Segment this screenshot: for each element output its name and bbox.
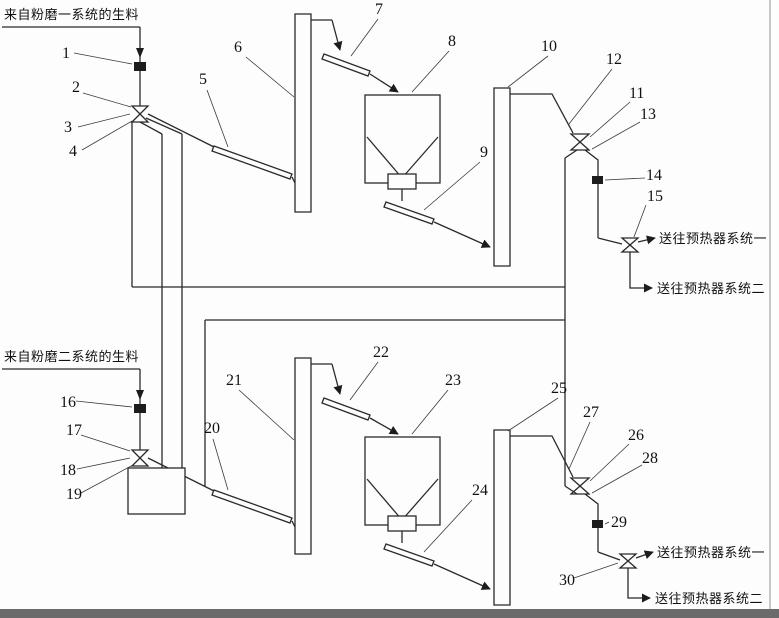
- air-slide-24: [383, 543, 491, 590]
- callout-2-label: 2: [72, 79, 80, 96]
- callout-24: 24: [423, 482, 488, 553]
- callout-3: 3: [64, 113, 131, 136]
- callout-29: 29: [604, 514, 627, 531]
- callout-26: 26: [589, 427, 644, 482]
- window-bottom-bar: [0, 609, 779, 618]
- callout-29-label: 29: [611, 514, 627, 531]
- callout-19-label: 19: [66, 486, 82, 503]
- down-arrow-icon: [136, 390, 144, 400]
- output-label-bottom-2: 送往预热器系统二: [655, 592, 763, 607]
- callout-17: 17: [66, 422, 131, 452]
- callout-4: 4: [69, 120, 133, 160]
- callout-8-label: 8: [448, 33, 456, 50]
- callout-5-label: 5: [199, 71, 207, 88]
- flow-valve-14: [592, 176, 603, 184]
- callout-6-label: 6: [234, 39, 242, 56]
- callout-19: 19: [66, 464, 134, 503]
- air-slide-22: [321, 397, 399, 435]
- callout-26-label: 26: [628, 427, 644, 444]
- silo-8: [364, 94, 441, 201]
- output-label-top-1: 送往预热器系统一: [659, 232, 767, 247]
- air-slide-20: [211, 489, 297, 530]
- down-arrow-icon: [136, 48, 144, 58]
- bucket-elevator-25: [493, 429, 574, 606]
- callout-30: 30: [559, 562, 619, 589]
- callout-23: 23: [411, 372, 461, 435]
- callout-20-label: 20: [204, 420, 220, 437]
- callout-15: 15: [633, 188, 663, 238]
- bucket-elevator-10: [493, 87, 574, 267]
- callout-13-label: 13: [640, 106, 656, 123]
- callout-16-label: 16: [60, 394, 76, 411]
- callout-5: 5: [199, 71, 229, 148]
- silo-discharge-box: [387, 173, 417, 190]
- callout-10: 10: [507, 38, 557, 88]
- bucket-elevator-6: [294, 13, 343, 213]
- callout-22-label: 22: [373, 344, 389, 361]
- callout-28-label: 28: [642, 450, 658, 467]
- callout-27-label: 27: [583, 404, 599, 421]
- callout-18: 18: [60, 457, 131, 479]
- callout-25: 25: [507, 380, 567, 432]
- callout-12-label: 12: [606, 51, 622, 68]
- silo-23: [364, 436, 441, 543]
- callout-28: 28: [591, 450, 658, 494]
- callout-21: 21: [226, 372, 295, 441]
- callout-17-label: 17: [66, 422, 82, 439]
- callout-27: 27: [568, 404, 599, 470]
- callout-9: 9: [423, 144, 488, 211]
- callout-18-label: 18: [60, 462, 76, 479]
- callout-14-label: 14: [646, 167, 662, 184]
- callout-30-label: 30: [559, 572, 575, 589]
- callout-22: 22: [349, 344, 389, 401]
- flow-valve-29: [592, 520, 603, 528]
- air-slide-7: [321, 53, 399, 93]
- callout-2: 2: [72, 79, 132, 108]
- air-slide-5: [211, 145, 297, 186]
- callout-9-label: 9: [480, 144, 488, 161]
- input-label-top: 来自粉磨一系统的生料: [4, 7, 139, 23]
- callout-12: 12: [568, 51, 622, 125]
- callout-13: 13: [591, 106, 656, 150]
- callout-15-label: 15: [647, 188, 663, 205]
- splitter-top-right: [564, 133, 599, 238]
- output-label-bottom-1: 送往预热器系统一: [657, 546, 765, 561]
- feed-line-top: 来自粉磨一系统的生料: [2, 7, 146, 106]
- callout-1: 1: [62, 45, 133, 65]
- callout-8: 8: [411, 33, 456, 93]
- splitter-out-bottom: [597, 550, 654, 603]
- callout-6: 6: [234, 39, 295, 98]
- callout-10-label: 10: [541, 38, 557, 55]
- splitter-top-left: [130, 105, 217, 287]
- callout-23-label: 23: [445, 372, 461, 389]
- callout-21-label: 21: [226, 372, 242, 389]
- callout-3-label: 3: [64, 119, 72, 136]
- callout-7: 7: [350, 1, 383, 57]
- feed-valve-16: [134, 404, 146, 413]
- callout-11-label: 11: [629, 85, 644, 102]
- input-label-bottom: 来自粉磨二系统的生料: [4, 349, 139, 365]
- callout-11: 11: [589, 85, 644, 138]
- callout-24-label: 24: [472, 482, 488, 499]
- feed-line-bottom: 来自粉磨二系统的生料: [2, 349, 146, 450]
- callout-4-label: 4: [69, 143, 77, 160]
- callout-20: 20: [204, 420, 229, 491]
- callout-14: 14: [604, 167, 662, 184]
- callout-25-label: 25: [551, 380, 567, 397]
- callout-1-label: 1: [62, 45, 70, 62]
- callout-7-label: 7: [375, 1, 383, 18]
- callout-16: 16: [60, 394, 133, 411]
- feed-valve-1: [134, 62, 146, 71]
- bucket-elevator-21: [294, 357, 343, 555]
- splitter-out-top: [597, 235, 656, 293]
- air-slide-9: [383, 201, 491, 248]
- output-label-top-2: 送往预热器系统二: [657, 282, 765, 297]
- cross-feed-lines: [132, 134, 566, 486]
- splitter-bottom-right: [564, 477, 599, 552]
- silo-discharge-box: [387, 515, 417, 532]
- holding-bin: [127, 467, 186, 515]
